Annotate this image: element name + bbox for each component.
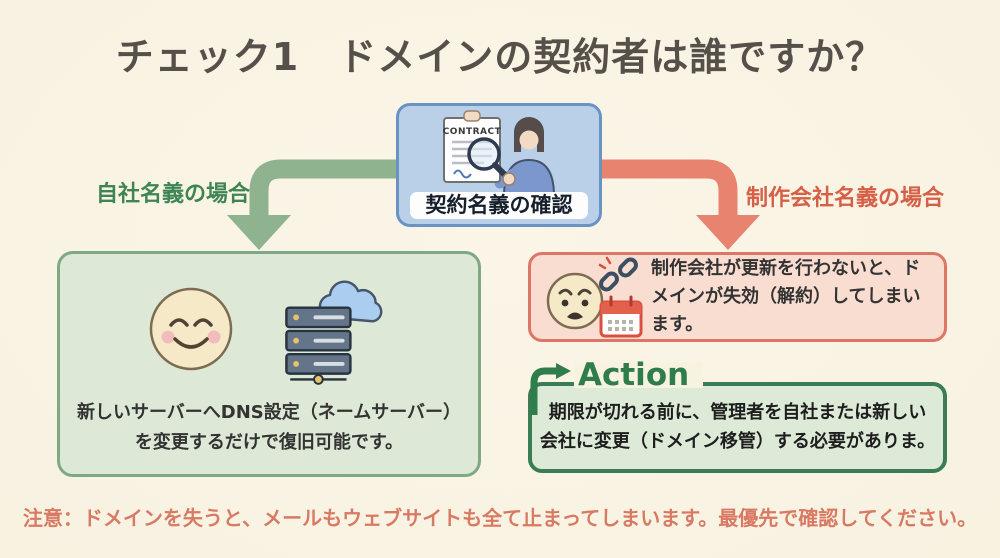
action-text-line2: 会社に変更（ドメイン移管）する必要がありま。 <box>539 430 936 452</box>
contract-document-label: CONTRACT <box>443 127 502 137</box>
warning-panel-icons <box>543 254 645 340</box>
result-text-line1: 新しいサーバーへDNS設定（ネームサーバー） <box>76 402 462 423</box>
agency-name-warning-panel: 制作会社が更新を行わないと、ドメインが失効（解約）してしまいます。 <box>528 252 947 342</box>
action-section: 期限が切れる前に、管理者を自社または新しい 会社に変更（ドメイン移管）する必要が… <box>526 359 947 473</box>
action-text: 期限が切れる前に、管理者を自社または新しい 会社に変更（ドメイン移管）する必要が… <box>532 399 943 457</box>
calendar-icon <box>599 295 643 338</box>
curved-arrow-icon <box>530 363 571 415</box>
result-text-line2: を変更するだけで復旧可能です。 <box>134 431 404 453</box>
action-text-line1: 期限が切れる前に、管理者を自社または新しい <box>548 401 927 423</box>
footer-warning-note: 注意：ドメインを失うと、メールもウェブサイトも全て止まってしまいます。最優先で確… <box>22 506 978 530</box>
agency-name-condition-label: 制作会社名義の場合 <box>746 186 945 211</box>
contract-check-node: CONTRACT 契約名義の確認 <box>396 103 602 227</box>
broken-link-icon <box>598 256 638 292</box>
action-panel: 期限が切れる前に、管理者を自社または新しい 会社に変更（ドメイン移管）する必要が… <box>528 382 947 473</box>
own-name-condition-label: 自社名義の場合 <box>96 182 251 207</box>
worried-face-icon <box>546 272 604 330</box>
contract-check-caption: 契約名義の確認 <box>410 192 588 219</box>
server-cloud-icon <box>285 280 383 385</box>
own-name-result-panel: 新しいサーバーへDNS設定（ネームサーバー） を変更するだけで復旧可能です。 <box>57 251 481 477</box>
warning-panel-text: 制作会社が更新を行わないと、ドメインが失効（解約）してしまいます。 <box>651 258 921 335</box>
page-title: チェック1 ドメインの契約者は誰ですか？ <box>115 35 885 79</box>
right-branch-arrow <box>580 159 760 250</box>
contract-inspection-illustration: CONTRACT <box>443 110 556 196</box>
result-panel-text: 新しいサーバーへDNS設定（ネームサーバー） を変更するだけで復旧可能です。 <box>60 398 478 457</box>
smiley-face-icon <box>149 287 233 371</box>
action-heading-row: Action <box>526 359 704 415</box>
result-panel-icons <box>60 270 478 388</box>
left-branch-arrow <box>227 159 420 250</box>
action-heading: Action <box>574 359 704 390</box>
